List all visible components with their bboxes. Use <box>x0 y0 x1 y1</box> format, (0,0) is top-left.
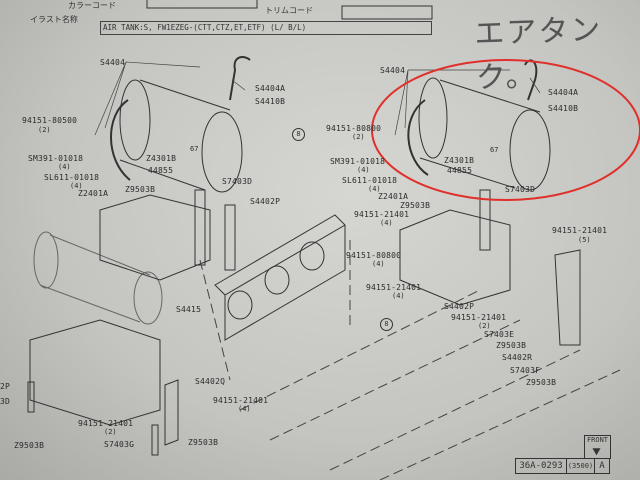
handwritten-note: エアタンク。 <box>473 12 603 96</box>
part-label: S4402Q <box>195 377 226 386</box>
callout-circle: 8 <box>292 128 305 141</box>
part-label: S4404 <box>100 58 126 67</box>
part-label: 94151-21401 <box>354 210 410 219</box>
bracket-bottom-left <box>27 319 179 456</box>
frame-rails <box>199 240 621 480</box>
part-label: Z9503B <box>125 185 156 194</box>
trim-code-label: トリムコード <box>265 6 313 15</box>
part-label: S4404A <box>255 84 286 93</box>
color-code-label: カラーコード <box>68 1 116 10</box>
part-label: 3D <box>0 397 11 406</box>
part-label: S7403D <box>222 177 253 186</box>
part-label: SM391-01018 <box>330 157 386 166</box>
part-label: S4410B <box>548 104 579 113</box>
quantity-label: (2) <box>38 126 51 134</box>
part-label: S4404A <box>548 88 579 97</box>
air-tank-left <box>110 56 251 193</box>
bracket-left <box>99 189 236 281</box>
part-label: 94151-80800 <box>346 251 402 260</box>
part-label: S4415 <box>176 305 202 314</box>
part-label: 2P <box>0 382 11 391</box>
part-label: 94151-21401 <box>213 396 269 405</box>
part-label: SL611-01018 <box>44 173 100 182</box>
front-indicator: FRONT <box>584 435 611 459</box>
part-label: Z9503B <box>188 438 219 447</box>
bracket-right <box>399 189 581 346</box>
quantity-label: (2) <box>104 428 117 436</box>
leader-lines <box>94 61 541 136</box>
part-label: S4402P <box>250 197 281 206</box>
revision: A <box>594 458 610 474</box>
air-tank-ghost <box>33 231 163 325</box>
quantity-label: (2) <box>352 133 365 141</box>
header-box <box>146 0 258 9</box>
part-label: Z9503B <box>496 341 527 350</box>
callout-circle: 8 <box>380 318 393 331</box>
part-label: S4404 <box>380 66 406 75</box>
drawing-number: 36A-0293 <box>515 458 567 474</box>
illustration-name-label: イラスト名称 <box>30 15 78 24</box>
air-tank-right <box>407 59 551 191</box>
part-label: Z4301B <box>146 154 177 163</box>
drawing-code: (3500) <box>566 458 595 474</box>
part-label: S7403G <box>104 440 135 449</box>
part-label: S7403D <box>505 185 536 194</box>
part-label: 94151-21401 <box>366 283 422 292</box>
quantity-label: (4) <box>372 260 385 268</box>
part-label: S7403F <box>510 366 541 375</box>
quantity-label: (4) <box>392 292 405 300</box>
crossmember-s4415 <box>214 214 346 341</box>
quantity-label: (4) <box>58 163 71 171</box>
trim-code-box <box>341 5 433 20</box>
part-label: 94151-21401 <box>78 419 134 428</box>
front-arrow-icon <box>592 444 603 456</box>
quantity-label: (4) <box>380 219 393 227</box>
quantity-label: (4) <box>70 182 83 190</box>
part-label: SM391-01018 <box>28 154 84 163</box>
quantity-label: 67 <box>190 145 199 153</box>
highlight-ellipse <box>371 59 640 201</box>
part-label: S4410B <box>255 97 286 106</box>
quantity-label: 67 <box>490 146 499 154</box>
part-label: Z9503B <box>14 441 45 450</box>
quantity-label: (2) <box>478 322 491 330</box>
part-label: 44855 <box>447 166 473 175</box>
part-label: S7403E <box>484 330 515 339</box>
part-label: Z4301B <box>444 156 475 165</box>
quantity-label: (5) <box>578 236 591 244</box>
quantity-label: (4) <box>357 166 370 174</box>
part-label: 94151-80500 <box>22 116 78 125</box>
part-label: 94151-80800 <box>326 124 382 133</box>
part-label: SL611-01018 <box>342 176 398 185</box>
part-label: S4402P <box>444 302 475 311</box>
front-label: FRONT <box>586 436 609 444</box>
part-label: S4402R <box>502 353 533 362</box>
part-label: Z2401A <box>378 192 409 201</box>
illustration-name-value: AIR TANK:S, FW1EZEG-(CTT,CTZ,ET,ETF) (L/… <box>103 23 307 32</box>
part-label: 94151-21401 <box>552 226 608 235</box>
part-label: Z9503B <box>400 201 431 210</box>
quantity-label: (4) <box>238 405 251 413</box>
part-label: Z2401A <box>78 189 109 198</box>
part-label: 44855 <box>148 166 174 175</box>
part-label: Z9503B <box>526 378 557 387</box>
illustration-name-field: AIR TANK:S, FW1EZEG-(CTT,CTZ,ET,ETF) (L/… <box>100 21 432 35</box>
part-label: 94151-21401 <box>451 313 507 322</box>
quantity-label: (4) <box>368 185 381 193</box>
